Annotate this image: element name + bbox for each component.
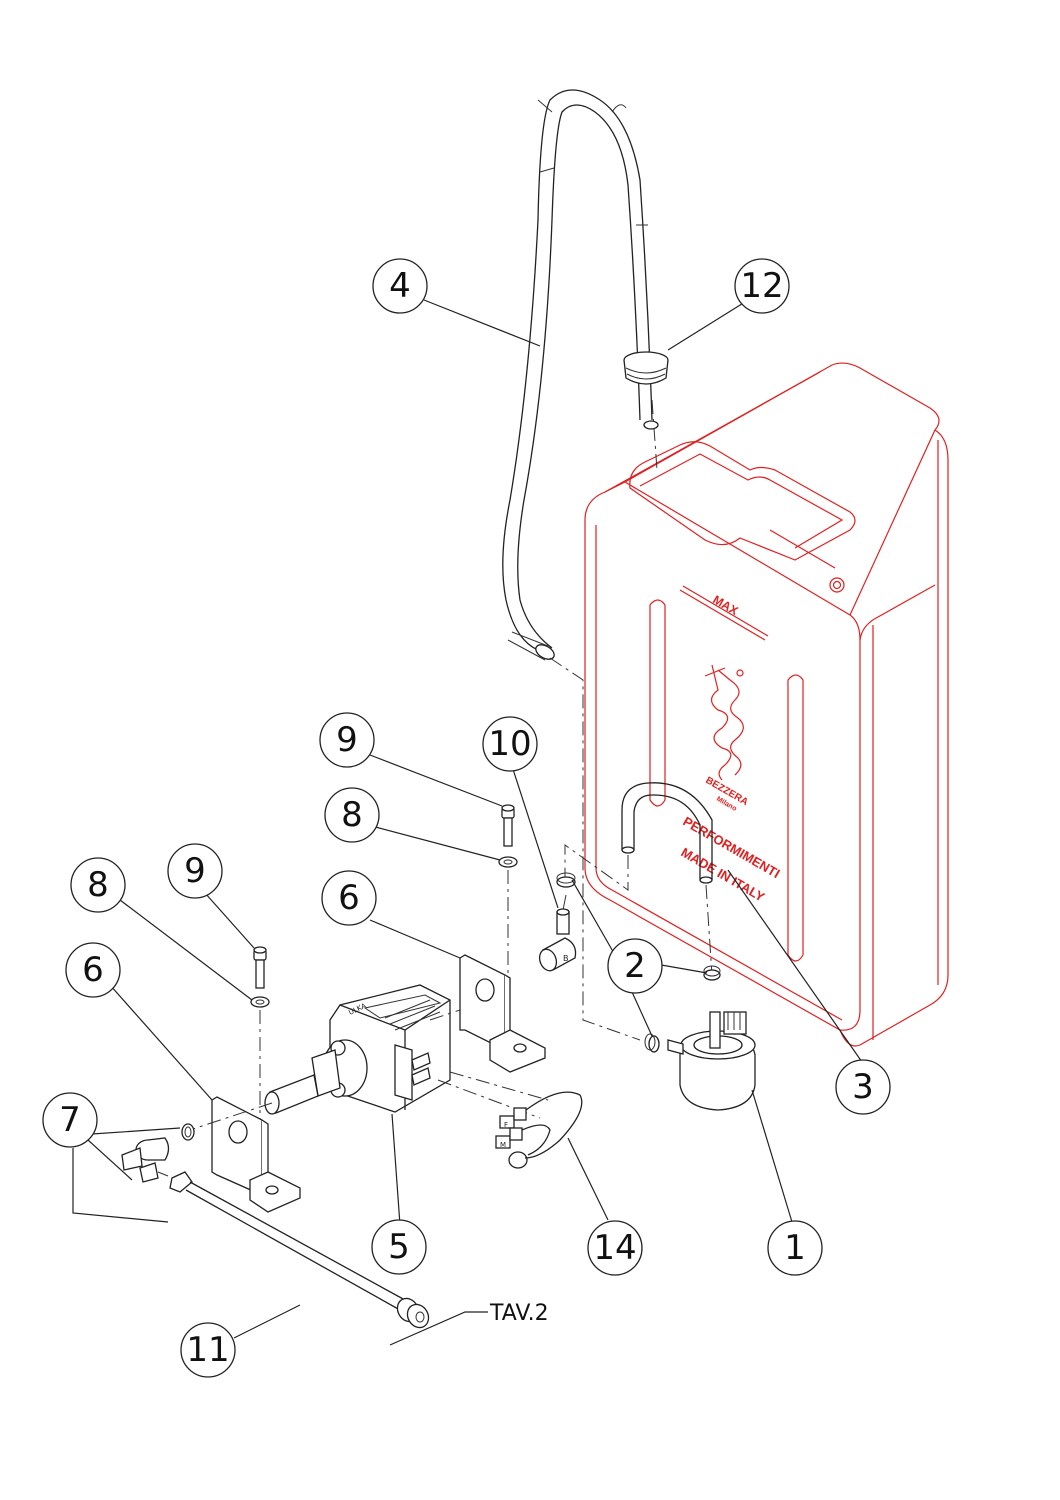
balloon-6-left: 6	[65, 942, 121, 998]
svg-text:6: 6	[82, 950, 104, 990]
screw-washer-left	[250, 946, 270, 1120]
flowmeter-part	[667, 1011, 756, 1111]
connector-m-label: M	[500, 1141, 506, 1149]
pump-outlet-tube-part	[185, 1181, 430, 1329]
silicone-tube-part	[502, 89, 653, 1041]
balloon-14: 14	[587, 1220, 643, 1276]
svg-text:2: 2	[624, 946, 646, 986]
suction-tube-part	[564, 782, 713, 976]
svg-text:8: 8	[87, 865, 109, 905]
svg-text:7: 7	[59, 1100, 81, 1140]
brand-logo-icon	[704, 664, 744, 781]
balloon-4: 4	[372, 258, 428, 314]
svg-text:12: 12	[740, 266, 783, 306]
tube-grommet-part	[623, 351, 669, 471]
svg-text:9: 9	[184, 851, 206, 891]
svg-text:4: 4	[389, 266, 411, 306]
balloon-9-right: 9	[319, 712, 375, 768]
hose-clamp-parts	[556, 872, 721, 1053]
leader-lines	[72, 299, 863, 1346]
pump-bracket-right	[459, 954, 546, 1073]
balloon-8-left: 8	[70, 857, 126, 913]
balloon-8-right: 8	[324, 787, 380, 843]
balloon-11: 11	[180, 1322, 236, 1378]
balloon-1: 1	[767, 1220, 823, 1276]
svg-text:6: 6	[338, 878, 360, 918]
balloon-6-right: 6	[321, 870, 377, 926]
svg-text:5: 5	[388, 1227, 410, 1267]
pump-fitting-kit-part	[121, 1123, 195, 1193]
svg-text:10: 10	[488, 724, 531, 764]
pump-bracket-left	[211, 1096, 301, 1213]
svg-text:1: 1	[784, 1228, 806, 1268]
balloon-12: 12	[734, 258, 790, 314]
elbow-fitting-part: B	[538, 894, 577, 972]
svg-text:3: 3	[852, 1067, 874, 1107]
reference-label: TAV.2	[489, 1301, 549, 1326]
balloon-2: 2	[607, 938, 663, 994]
balloon-7: 7	[42, 1092, 98, 1148]
balloon-10: 10	[482, 716, 538, 772]
balloon-3: 3	[835, 1059, 891, 1115]
balloon-9-left: 9	[167, 843, 223, 899]
connector-f-label: F	[504, 1121, 508, 1129]
svg-text:9: 9	[336, 720, 358, 760]
balloon-5: 5	[371, 1219, 427, 1275]
tank-max-label: MAX	[711, 592, 741, 617]
svg-text:8: 8	[341, 795, 363, 835]
elbow-mark: B	[563, 954, 569, 963]
screw-washer-right	[498, 804, 518, 975]
svg-text:11: 11	[186, 1330, 229, 1370]
diode-connector-part: F M	[495, 1091, 583, 1169]
svg-text:14: 14	[593, 1228, 636, 1268]
